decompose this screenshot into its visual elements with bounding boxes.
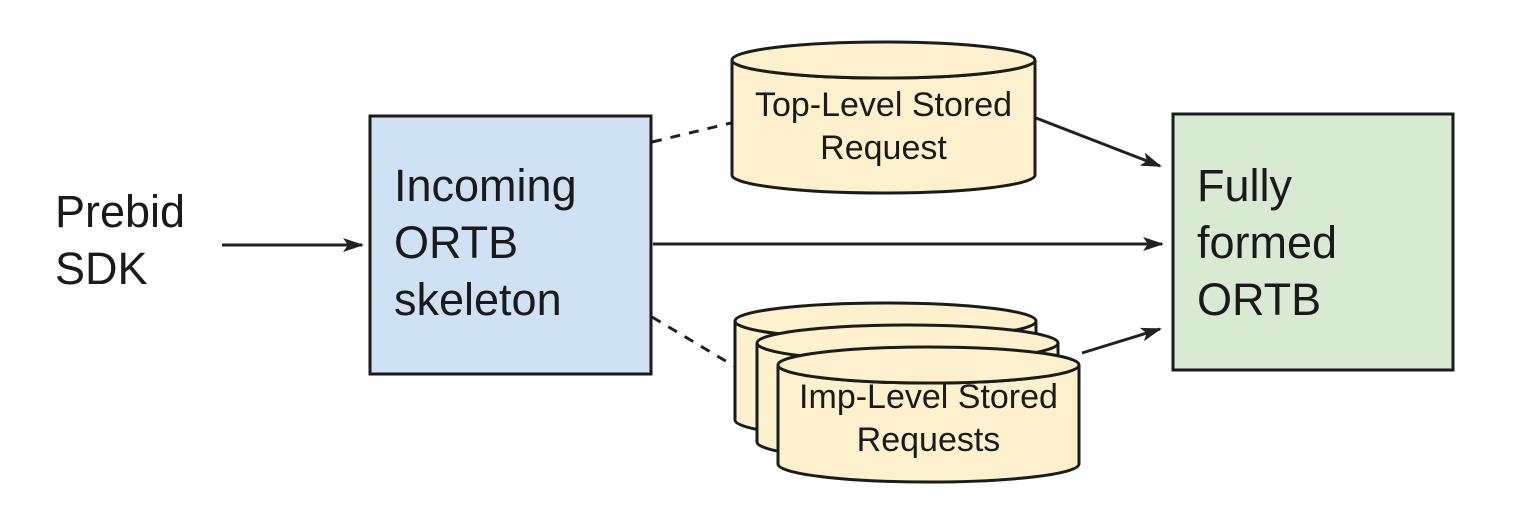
imp-cylinder-front	[776, 345, 1081, 484]
incoming-to-imp-stored-dashed-connector	[651, 315, 735, 368]
fully-formed-ortb-box	[1171, 112, 1455, 372]
imp-stored-to-fully-formed-arrow	[1081, 327, 1162, 355]
incoming-ortb-box	[368, 114, 653, 376]
imp-level-stored-requests-cylinder-stack	[733, 301, 1081, 484]
top-level-stored-request-cylinder	[730, 40, 1037, 195]
incoming-to-top-stored-dashed-connector	[651, 121, 732, 144]
top-stored-to-fully-formed-arrow	[1035, 116, 1162, 168]
